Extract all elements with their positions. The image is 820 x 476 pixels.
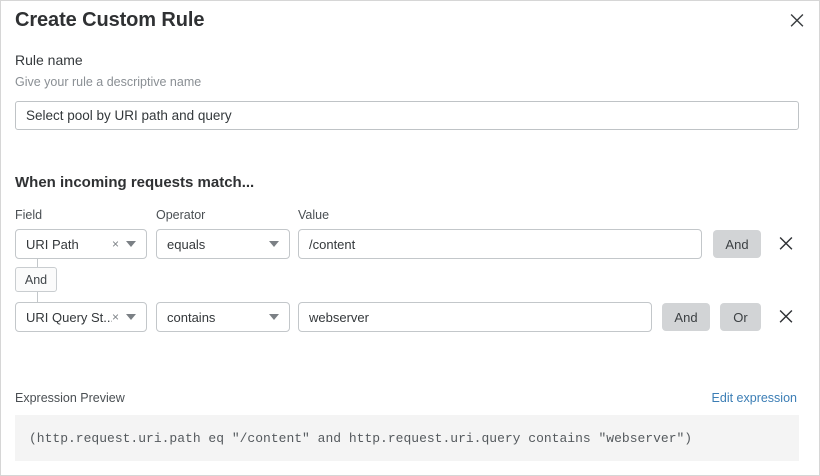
column-label-operator: Operator — [156, 208, 206, 222]
operator-select[interactable]: contains — [156, 302, 290, 332]
column-label-value: Value — [298, 208, 330, 222]
chevron-down-icon — [126, 314, 136, 320]
operator-select[interactable]: equals — [156, 229, 290, 259]
value-input[interactable] — [298, 229, 702, 259]
connector-and-badge[interactable]: And — [15, 267, 57, 292]
close-icon — [779, 237, 793, 250]
rule-name-label: Rule name — [15, 52, 83, 68]
chevron-down-icon — [269, 241, 279, 247]
close-glyph — [790, 14, 804, 27]
operator-select-value: contains — [167, 309, 216, 325]
field-select-value: URI Path — [26, 236, 79, 252]
condition-connector: And — [1, 259, 121, 303]
add-and-condition-button[interactable]: And — [713, 230, 761, 258]
rule-name-help-text: Give your rule a descriptive name — [15, 75, 202, 89]
remove-condition-button[interactable] — [775, 304, 797, 328]
field-select-value: URI Query St... — [26, 309, 112, 325]
column-label-field: Field — [15, 208, 43, 222]
expression-preview-label: Expression Preview — [15, 391, 125, 405]
edit-expression-link[interactable]: Edit expression — [711, 391, 797, 405]
add-or-condition-button[interactable]: Or — [720, 303, 761, 331]
condition-row: URI Path × equals And — [1, 229, 820, 259]
field-select[interactable]: URI Query St... × — [15, 302, 147, 332]
page-title: Create Custom Rule — [15, 9, 205, 31]
field-select[interactable]: URI Path × — [15, 229, 147, 259]
close-icon — [779, 310, 793, 323]
remove-condition-button[interactable] — [775, 231, 797, 255]
clear-field-icon[interactable]: × — [111, 237, 119, 251]
rule-name-input[interactable] — [15, 101, 799, 130]
chevron-down-icon — [269, 314, 279, 320]
expression-preview-code: (http.request.uri.path eq "/content" and… — [15, 415, 799, 461]
close-icon[interactable] — [785, 8, 809, 32]
value-input[interactable] — [298, 302, 652, 332]
operator-select-value: equals — [167, 236, 206, 252]
condition-row: URI Query St... × contains And Or — [1, 302, 820, 332]
conditions-heading: When incoming requests match... — [15, 174, 255, 191]
add-and-condition-button[interactable]: And — [662, 303, 710, 331]
chevron-down-icon — [126, 241, 136, 247]
clear-field-icon[interactable]: × — [111, 310, 119, 324]
